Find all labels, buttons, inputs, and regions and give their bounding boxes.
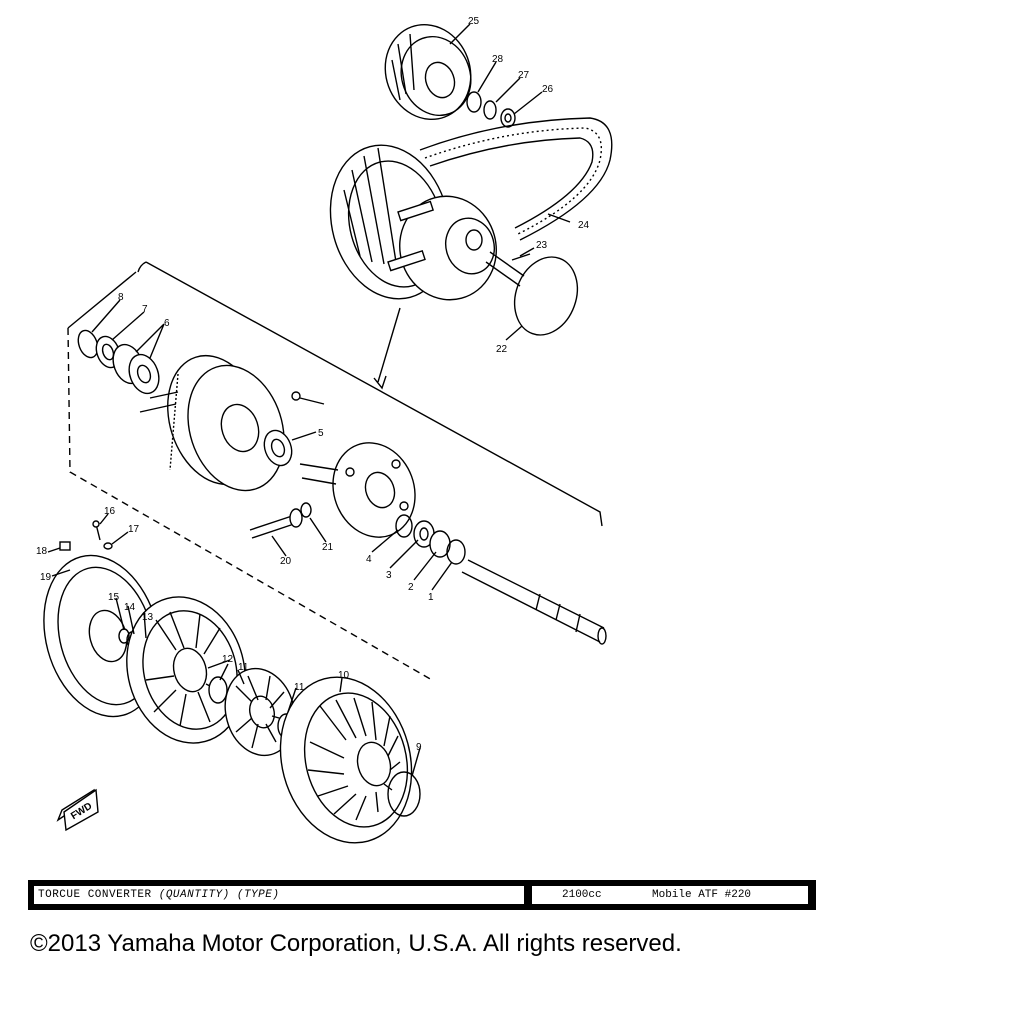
caption-title-note: (QUANTITY) (TYPE) [158, 889, 280, 901]
callout-1: 1 [428, 592, 434, 603]
callout-14: 14 [124, 602, 136, 613]
callout-8: 8 [118, 292, 124, 303]
callout-19: 19 [40, 572, 52, 583]
driven-pulley [329, 144, 525, 301]
callout-15: 15 [108, 592, 120, 603]
cover-9 [387, 771, 421, 817]
callout-12: 12 [222, 654, 234, 665]
bolt-16 [92, 520, 101, 541]
caption-type: Mobile ATF #220 [652, 889, 752, 901]
callout-25: 25 [468, 16, 480, 27]
callout-16: 16 [104, 506, 116, 517]
callout-28: 28 [492, 54, 504, 65]
impeller-10 [279, 676, 413, 844]
caption-quantity: 2100cc [562, 889, 602, 901]
copyright-notice: ©2013 Yamaha Motor Corporation, U.S.A. A… [30, 930, 682, 957]
callout-5: 5 [318, 428, 324, 439]
drive-belt-24 [419, 117, 613, 241]
turbine-12 [126, 596, 246, 744]
callout-10: 10 [338, 670, 350, 681]
callout-7: 7 [142, 304, 148, 315]
seal-5 [263, 429, 293, 467]
washer-28 [466, 91, 482, 113]
part-callouts: 1 2 3 4 5 6 7 8 9 10 11 11 12 13 14 15 1… [36, 16, 590, 753]
spec-caption-bar: TORCUE CONVERTER (QUANTITY) (TYPE) 2100c… [28, 880, 816, 910]
fwd-arrow-icon: FWD [56, 788, 99, 832]
seal-8 [77, 329, 99, 359]
callout-11b: 11 [294, 682, 305, 693]
bolt-20 [249, 508, 303, 539]
sheave-housing [299, 442, 416, 538]
callout-11a: 11 [238, 662, 249, 673]
callout-24: 24 [578, 220, 590, 231]
caption-spec-cell: 2100cc Mobile ATF #220 [532, 886, 808, 904]
callout-27: 27 [518, 70, 530, 81]
callout-20: 20 [280, 556, 292, 567]
nut-18 [59, 541, 71, 551]
washer-17 [103, 542, 113, 550]
callout-22: 22 [496, 344, 508, 355]
nut-26 [500, 108, 516, 128]
leader-lines [47, 23, 571, 777]
pulley-25 [384, 23, 472, 121]
caption-title-cell: TORCUE CONVERTER (QUANTITY) (TYPE) [34, 886, 524, 904]
circlip-1 [446, 539, 466, 565]
callout-23: 23 [536, 240, 548, 251]
callout-26: 26 [542, 84, 554, 95]
callout-4: 4 [366, 554, 372, 565]
washer-27 [483, 100, 497, 120]
callout-21: 21 [322, 542, 334, 553]
pin-23 [511, 253, 531, 261]
caption-title: TORCUE CONVERTER [38, 889, 152, 901]
callout-13: 13 [142, 612, 154, 623]
o-ring-22 [513, 256, 579, 336]
primary-shaft [461, 559, 607, 645]
callout-9: 9 [416, 742, 422, 753]
assembly-bracket [67, 261, 603, 681]
callout-6: 6 [164, 318, 170, 329]
callout-3: 3 [386, 570, 392, 581]
primary-drive-gear [139, 354, 285, 492]
exploded-parts-diagram: FWD 1 2 3 4 5 [36, 16, 613, 844]
callout-18: 18 [36, 546, 48, 557]
washer-11a [208, 676, 228, 704]
bolt-upper [291, 391, 325, 405]
bearing-6 [112, 343, 160, 395]
callout-17: 17 [128, 524, 140, 535]
washer-21 [300, 502, 312, 518]
washer-4 [395, 514, 413, 538]
callout-2: 2 [408, 582, 414, 593]
